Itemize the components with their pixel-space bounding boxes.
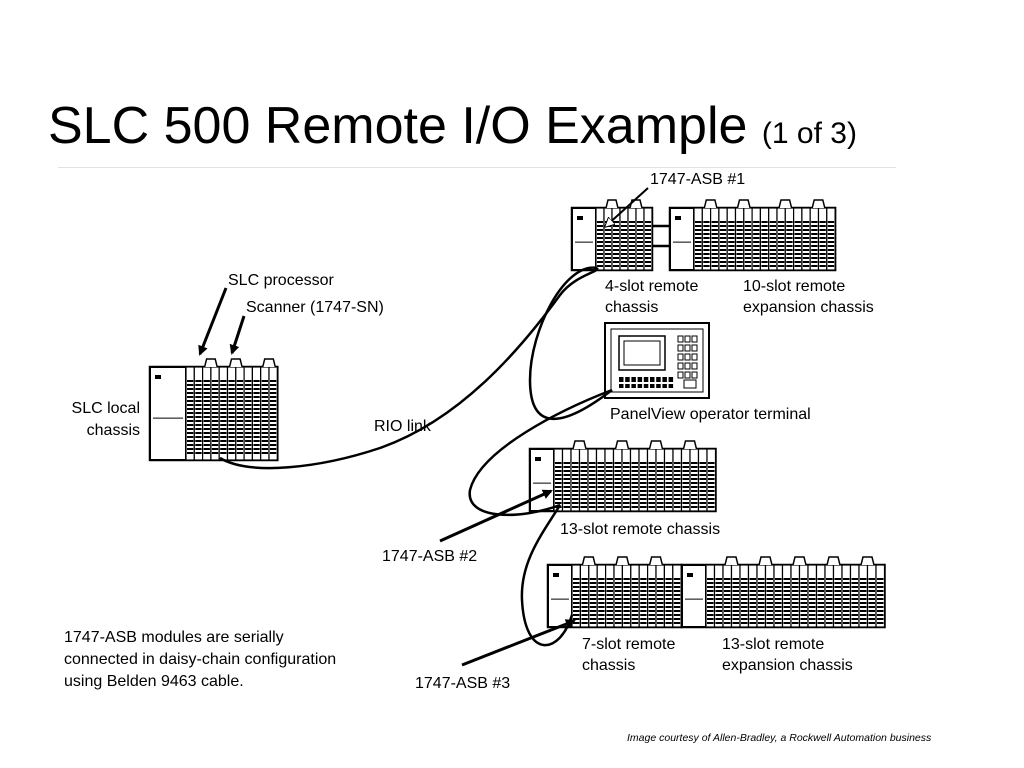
slide-title: SLC 500 Remote I/O Example (1 of 3) [48,96,857,156]
note-line-3: using Belden 9463 cable. [64,673,244,690]
title-suffix: (1 of 3) [761,117,857,150]
label-asb1: 1747-ASB #1 [650,171,745,188]
arrow-asb3 [461,619,576,667]
label-4slot-2: chassis [605,299,658,316]
13-slot-remote-expansion-chassis [680,556,886,629]
label-13exp-2: expansion chassis [722,657,853,674]
arrow-slc-processor [198,287,228,356]
10-slot-remote-expansion-chassis [668,199,837,272]
label-7slot-2: chassis [582,657,635,674]
label-scanner: Scanner (1747-SN) [246,299,384,316]
label-asb3: 1747-ASB #3 [415,675,510,692]
title-main: SLC 500 Remote I/O Example [48,97,748,155]
label-rio-link: RIO link [374,418,432,435]
arrow-asb2 [439,489,553,543]
label-13exp-1: 13-slot remote [722,636,824,653]
label-10slot-1: 10-slot remote [743,278,845,295]
rio-cable [219,266,613,647]
label-10slot-2: expansion chassis [743,299,874,316]
label-panelview: PanelView operator terminal [610,406,811,423]
label-asb2: 1747-ASB #2 [382,548,477,565]
image-credit: Image courtesy of Allen-Bradley, a Rockw… [627,732,932,744]
note-line-2: connected in daisy-chain configuration [64,651,336,668]
4-slot-remote-chassis [570,199,654,272]
slc-local-chassis [148,358,279,462]
7-slot-remote-chassis [546,556,683,629]
title-divider [58,167,896,168]
panelview-terminal [604,322,710,399]
note-line-1: 1747-ASB modules are serially [64,629,284,646]
13-slot-remote-chassis [528,440,717,513]
label-4slot-1: 4-slot remote [605,278,698,295]
label-7slot-1: 7-slot remote [582,636,675,653]
label-slc-local-1: SLC local [72,400,140,417]
arrow-asb1 [606,187,649,226]
label-13slot: 13-slot remote chassis [560,521,720,538]
label-slc-local-2: chassis [87,422,140,439]
label-slc-processor: SLC processor [228,272,334,289]
arrow-scanner [229,315,246,355]
